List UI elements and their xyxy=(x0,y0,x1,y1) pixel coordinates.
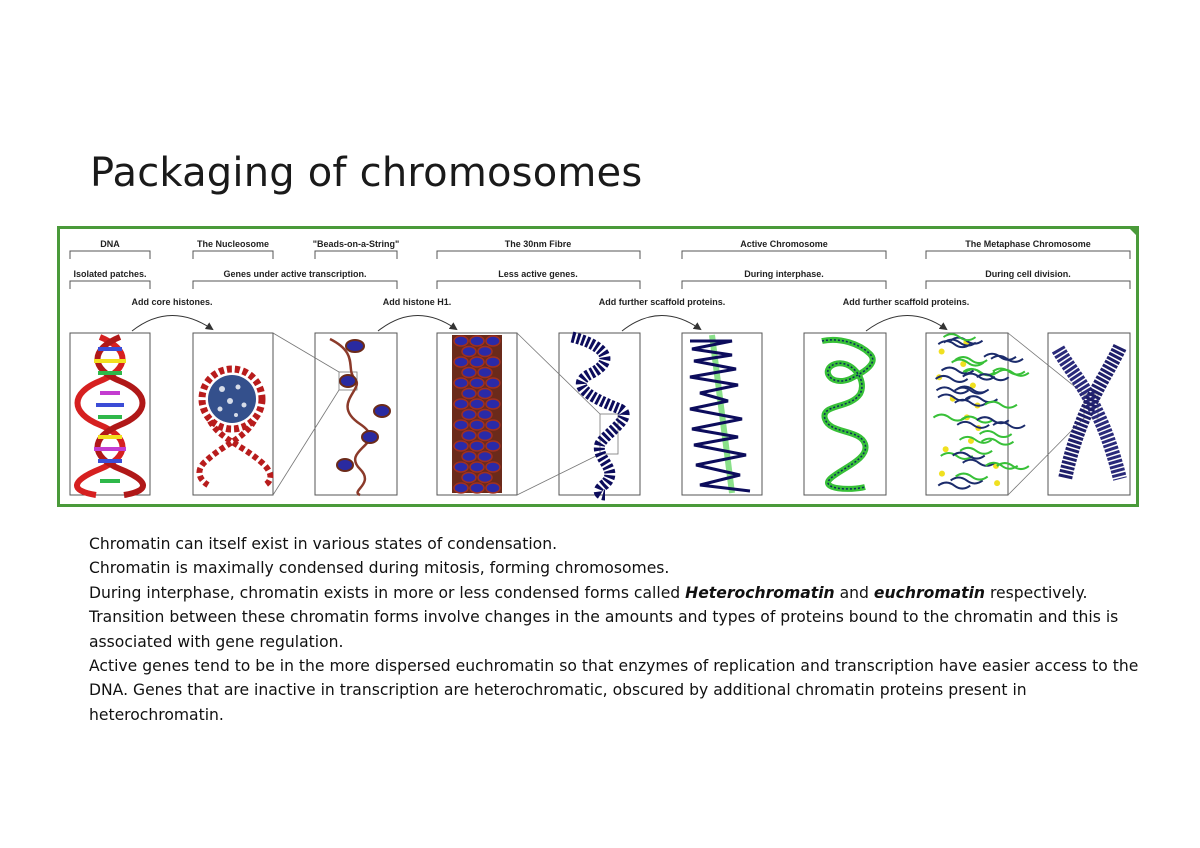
metaphase-chromosome-drawing xyxy=(1051,344,1127,481)
label-30nm-fibre: The 30nm Fibre xyxy=(505,239,572,249)
figure-canvas: DNA The Nucleosome "Beads-on-a-String" T… xyxy=(69,229,1136,501)
dna-helix-drawing xyxy=(74,334,146,498)
nucleosome-drawing xyxy=(196,365,274,488)
term-euchromatin: euchromatin xyxy=(873,583,986,602)
step-core-histones: Add core histones. xyxy=(131,297,212,307)
label-genes-active: Genes under active transcription. xyxy=(223,269,366,279)
label-metaphase-chromosome: The Metaphase Chromosome xyxy=(965,239,1091,249)
paragraph-interphase-post: respectively. xyxy=(985,583,1088,602)
label-active-chromosome: Active Chromosome xyxy=(740,239,828,249)
step-scaffold-1: Add further scaffold proteins. xyxy=(599,297,726,307)
paragraph-active-genes: Active genes tend to be in the more disp… xyxy=(89,657,1139,724)
active-chromosome-drawing xyxy=(689,334,751,494)
label-isolated-patches: Isolated patches. xyxy=(73,269,146,279)
beads-on-string-drawing xyxy=(329,337,391,497)
term-heterochromatin: Heterochromatin xyxy=(685,583,835,602)
condensed-chromatin-drawing xyxy=(932,333,1030,490)
label-nucleosome: The Nucleosome xyxy=(197,239,269,249)
label-during-interphase: During interphase. xyxy=(744,269,824,279)
step-scaffold-2: Add further scaffold proteins. xyxy=(843,297,970,307)
paragraph-transition: Transition between these chromatin forms… xyxy=(89,608,1119,651)
label-dna: DNA xyxy=(100,239,120,249)
step-arrows xyxy=(131,315,948,332)
chromatin-packaging-figure: DNA The Nucleosome "Beads-on-a-String" T… xyxy=(57,226,1139,507)
paragraph-interphase: During interphase, chromatin exists in m… xyxy=(89,581,1149,605)
paragraph-interphase-mid: and xyxy=(834,583,874,602)
chromatin-loops-drawing xyxy=(821,336,876,492)
slide-title: Packaging of chromosomes xyxy=(90,150,643,196)
paragraph-condensation: Chromatin can itself exist in various st… xyxy=(89,535,558,553)
label-beads-on-string: "Beads-on-a-String" xyxy=(313,239,400,249)
label-less-active: Less active genes. xyxy=(498,269,578,279)
coiled-fibre-drawing xyxy=(570,331,630,501)
paragraph-mitosis: Chromatin is maximally condensed during … xyxy=(89,559,670,578)
paragraph-interphase-pre: During interphase, chromatin exists in m… xyxy=(89,583,686,602)
stage-brackets xyxy=(69,250,1131,289)
body-text: Chromatin can itself exist in various st… xyxy=(89,532,1149,727)
step-histone-h1: Add histone H1. xyxy=(383,297,452,307)
fibre-30nm-drawing xyxy=(452,335,502,494)
label-during-division: During cell division. xyxy=(985,269,1071,279)
